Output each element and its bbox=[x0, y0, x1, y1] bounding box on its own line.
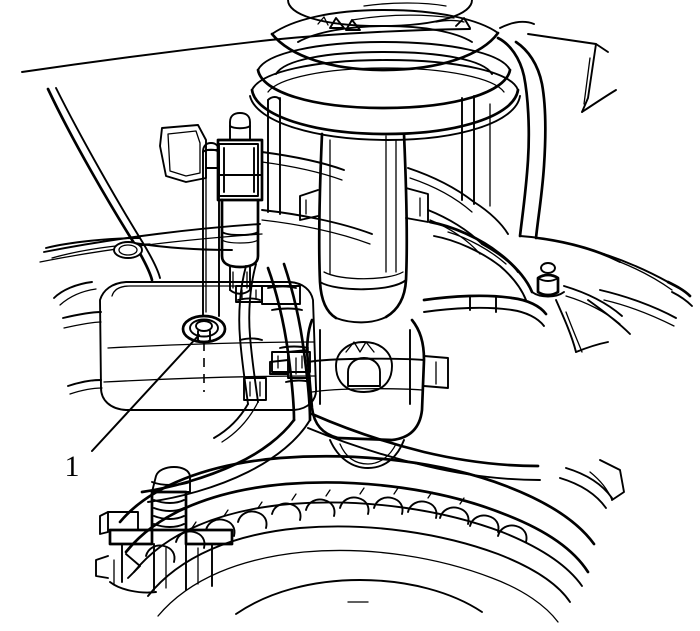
sensor-bracket bbox=[159, 112, 264, 295]
stabilizer-link bbox=[422, 220, 623, 353]
callout-1-leader-line bbox=[91, 334, 200, 452]
strut-mount bbox=[249, 0, 521, 141]
tire-tread bbox=[145, 487, 528, 563]
lower-stud-bolt bbox=[95, 466, 234, 594]
strut-mount-retaining-bolt bbox=[181, 314, 227, 344]
upper-hose-routing bbox=[261, 95, 519, 273]
tire bbox=[118, 454, 625, 623]
strut-body bbox=[299, 132, 429, 324]
stabilizer-bar bbox=[496, 20, 693, 335]
wheel-rim bbox=[147, 525, 571, 623]
access-hole bbox=[113, 241, 143, 259]
inner-fender-panel bbox=[21, 28, 471, 282]
callout-1: 1 bbox=[65, 334, 200, 483]
callout-1-label: 1 bbox=[65, 450, 80, 483]
coil-spring-seat bbox=[249, 41, 521, 141]
wheel-speed-sensor-harness bbox=[213, 263, 267, 443]
strut-tower-panel bbox=[53, 281, 317, 411]
